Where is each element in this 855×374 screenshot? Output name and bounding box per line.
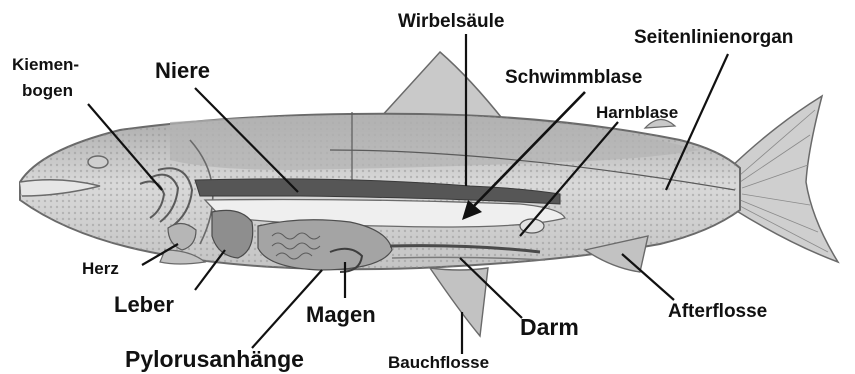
label-schwimmblase: Schwimmblase — [505, 68, 642, 87]
label-niere: Niere — [155, 60, 210, 82]
label-leber: Leber — [114, 294, 174, 316]
label-herz: Herz — [82, 260, 119, 277]
dorsal-fin — [380, 52, 505, 122]
eye — [88, 156, 108, 168]
leader-afterflosse — [622, 254, 674, 300]
label-kiemenbogen-line2: bogen — [22, 82, 73, 99]
label-wirbelsaeule: Wirbelsäule — [398, 12, 504, 31]
label-harnblase: Harnblase — [596, 104, 678, 121]
label-magen: Magen — [306, 304, 376, 326]
label-pylorusanhaenge: Pylorusanhänge — [125, 348, 304, 371]
caudal-fin — [730, 96, 838, 262]
label-kiemenbogen-line1: Kiemen- — [12, 56, 79, 73]
label-seitenlinienorgan: Seitenlinienorgan — [634, 28, 793, 47]
label-afterflosse: Afterflosse — [668, 302, 767, 321]
label-bauchflosse: Bauchflosse — [388, 354, 489, 371]
label-darm: Darm — [520, 316, 579, 339]
